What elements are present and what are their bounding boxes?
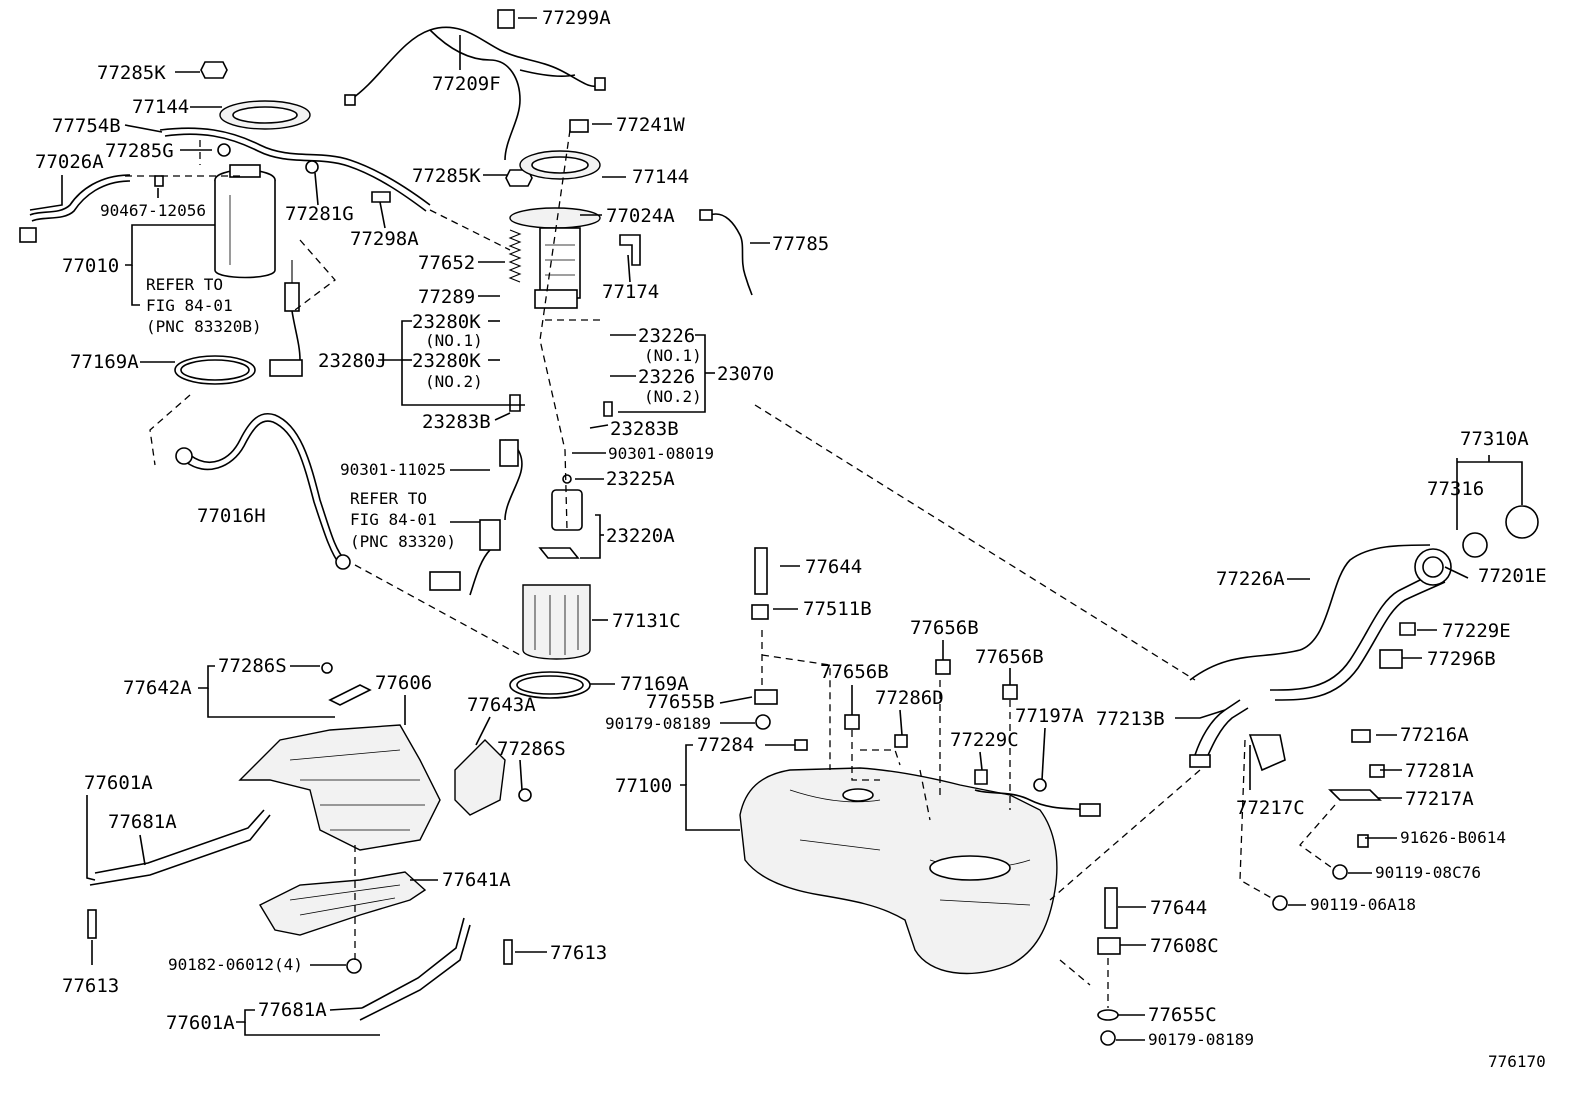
callout-77655B: 77655B	[646, 691, 715, 713]
callout-77241W: 77241W	[616, 114, 685, 136]
callout-77229E: 77229E	[1442, 620, 1511, 642]
callout-77217C: 77217C	[1236, 797, 1305, 819]
callout-77613: 77613	[62, 975, 119, 997]
callout-77681A-2: 77681A	[258, 999, 327, 1021]
callout-23226-2: 23226	[638, 366, 695, 388]
callout-no1-left: (NO.1)	[425, 331, 483, 350]
callout-77613-2: 77613	[550, 942, 607, 964]
callout-77681A: 77681A	[108, 811, 177, 833]
callout-77169A-2: 77169A	[620, 673, 689, 695]
callout-77310A: 77310A	[1460, 428, 1529, 450]
callout-77216A: 77216A	[1400, 724, 1469, 746]
callout-23280K-2: 23280K	[412, 350, 481, 372]
note-pnc-2: (PNC 83320)	[350, 532, 456, 551]
callout-77298A: 77298A	[350, 228, 419, 250]
callout-77296B: 77296B	[1427, 648, 1496, 670]
callout-77024A: 77024A	[606, 205, 675, 227]
callout-77601A-2: 77601A	[166, 1012, 235, 1034]
callout-77289: 77289	[418, 286, 475, 308]
callout-90467-12056: 90467-12056	[100, 201, 206, 220]
callout-77213B: 77213B	[1096, 708, 1165, 730]
callout-77201E: 77201E	[1478, 565, 1547, 587]
assembly-lines	[125, 129, 1336, 1008]
callout-23283B-2: 23283B	[610, 418, 679, 440]
callout-77316: 77316	[1427, 478, 1484, 500]
callout-91626-B0614: 91626-B0614	[1400, 828, 1506, 847]
callout-77754B: 77754B	[52, 115, 121, 137]
callout-77174: 77174	[602, 281, 659, 303]
callout-23220A: 23220A	[606, 525, 675, 547]
callout-no1-right: (NO.1)	[644, 346, 702, 365]
callout-90179-08189: 90179-08189	[605, 714, 711, 733]
callout-90301-08019: 90301-08019	[608, 444, 714, 463]
note-pnc-1: (PNC 83320B)	[146, 317, 262, 336]
callout-77608C: 77608C	[1150, 935, 1219, 957]
callout-77643A: 77643A	[467, 694, 536, 716]
callout-77284: 77284	[697, 734, 754, 756]
callout-77285K: 77285K	[97, 62, 166, 84]
figure-number: 776170	[1488, 1052, 1546, 1071]
callout-77285G: 77285G	[105, 140, 174, 162]
callout-77226A: 77226A	[1216, 568, 1285, 590]
callout-77606: 77606	[375, 672, 432, 694]
callout-77286S-2: 77286S	[497, 738, 566, 760]
callout-77656B-2: 77656B	[975, 646, 1044, 668]
note-fig-1: FIG 84-01	[146, 296, 233, 315]
callout-77285K-2: 77285K	[412, 165, 481, 187]
callout-77026A: 77026A	[35, 151, 104, 173]
callout-90182-06012: 90182-06012(4)	[168, 955, 303, 974]
callout-90119-08C76: 90119-08C76	[1375, 863, 1481, 882]
callout-77785: 77785	[772, 233, 829, 255]
callout-77641A: 77641A	[442, 869, 511, 891]
note-fig-2: FIG 84-01	[350, 510, 437, 529]
callout-77144-2: 77144	[632, 166, 689, 188]
callout-90301-11025: 90301-11025	[340, 460, 446, 479]
callout-77655C: 77655C	[1148, 1004, 1217, 1026]
callout-90119-06A18: 90119-06A18	[1310, 895, 1416, 914]
note-refer-to-1: REFER TO	[146, 275, 223, 294]
callout-23070: 23070	[717, 363, 774, 385]
reference-notes: REFER TO FIG 84-01 (PNC 83320B) REFER TO…	[146, 275, 456, 551]
callout-77644: 77644	[805, 556, 862, 578]
callout-77197A: 77197A	[1015, 705, 1084, 727]
callout-77642A: 77642A	[123, 677, 192, 699]
callout-77652: 77652	[418, 252, 475, 274]
callout-labels: 77299A 77285K 77209F 77144 77754B 77241W…	[35, 7, 1547, 1049]
callout-77010: 77010	[62, 255, 119, 277]
callout-77299A: 77299A	[542, 7, 611, 29]
leader-lines	[29, 17, 1523, 1041]
callout-77286D: 77286D	[875, 687, 944, 709]
callout-no2-left: (NO.2)	[425, 372, 483, 391]
callout-77644-2: 77644	[1150, 897, 1207, 919]
callout-77601A: 77601A	[84, 772, 153, 794]
callout-77169A: 77169A	[70, 351, 139, 373]
callout-77281A: 77281A	[1405, 760, 1474, 782]
callout-77016H: 77016H	[197, 505, 266, 527]
callout-77656B-3: 77656B	[820, 661, 889, 683]
callout-23280J: 23280J	[318, 350, 387, 372]
parts-artwork	[19, 9, 1539, 1046]
callout-23283B: 23283B	[422, 411, 491, 433]
callout-77209F: 77209F	[432, 73, 501, 95]
callout-23225A: 23225A	[606, 468, 675, 490]
callout-77100: 77100	[615, 775, 672, 797]
callout-no2-right: (NO.2)	[644, 387, 702, 406]
callout-77131C: 77131C	[612, 610, 681, 632]
callout-90179-08189-2: 90179-08189	[1148, 1030, 1254, 1049]
callout-77286S: 77286S	[218, 655, 287, 677]
callout-77217A: 77217A	[1405, 788, 1474, 810]
callout-23280K: 23280K	[412, 311, 481, 333]
callout-77656B: 77656B	[910, 617, 979, 639]
callout-77511B: 77511B	[803, 598, 872, 620]
callout-77281G: 77281G	[285, 203, 354, 225]
callout-77144: 77144	[132, 96, 189, 118]
callout-23226: 23226	[638, 325, 695, 347]
callout-77229C: 77229C	[950, 729, 1019, 751]
note-refer-to-2: REFER TO	[350, 489, 427, 508]
